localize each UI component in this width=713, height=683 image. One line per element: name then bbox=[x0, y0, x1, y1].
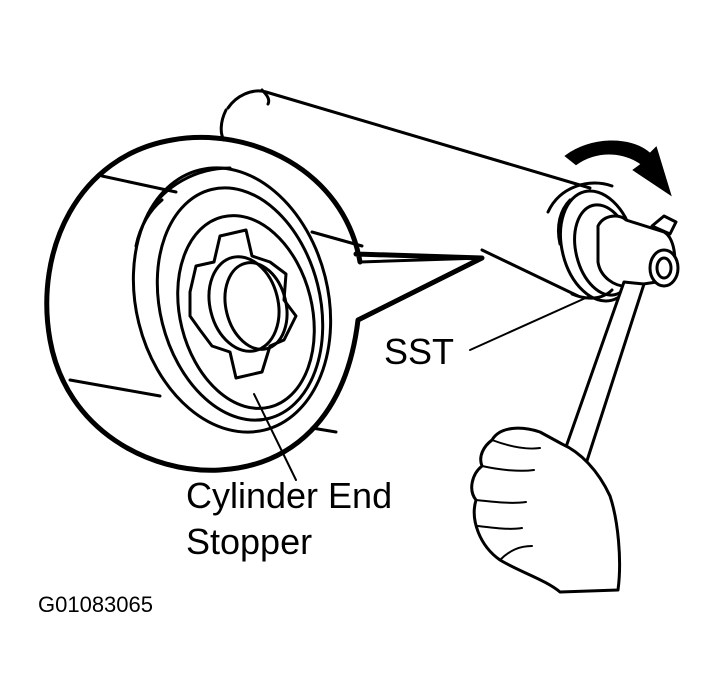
sst-tool bbox=[546, 181, 680, 303]
wrench-handle bbox=[558, 280, 646, 472]
hand-icon bbox=[470, 426, 622, 594]
figure-id: G01083065 bbox=[38, 592, 153, 617]
cylinder-end-stopper bbox=[188, 228, 298, 380]
part-label-line1: Cylinder End bbox=[186, 475, 392, 516]
sst-label: SST bbox=[384, 331, 454, 372]
cylinder-end-rings bbox=[131, 166, 333, 434]
callout-circle bbox=[44, 134, 485, 473]
part-label-line2: Stopper bbox=[186, 521, 312, 562]
magnified-tube bbox=[68, 174, 364, 434]
leader-lines bbox=[253, 295, 591, 481]
curved-arrow-icon bbox=[564, 140, 672, 197]
